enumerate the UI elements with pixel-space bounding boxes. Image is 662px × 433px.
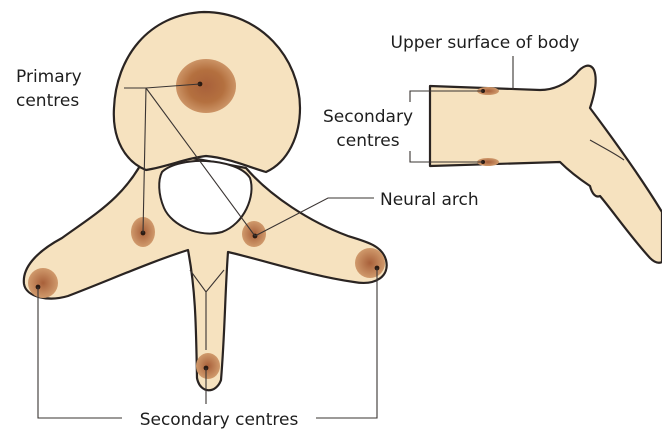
label-primary-centres-2: centres xyxy=(16,91,79,111)
secondary-centre-right-transverse xyxy=(355,248,385,278)
label-secondary-centres-bottom: Secondary centres xyxy=(140,410,299,430)
lateral-vertebra-shape xyxy=(430,66,662,263)
lateral-view-vertebra xyxy=(430,66,662,263)
secondary-centre-spinous xyxy=(196,353,220,379)
label-primary-centres-1: Primary xyxy=(16,67,82,87)
primary-centre-body xyxy=(176,59,236,113)
label-neural-arch: Neural arch xyxy=(380,190,479,210)
label-upper-surface: Upper surface of body xyxy=(391,33,580,53)
secondary-centre-left-transverse xyxy=(28,268,58,298)
label-secondary-centres-side-2: centres xyxy=(336,131,399,151)
label-secondary-centres-side-1: Secondary xyxy=(323,107,413,127)
